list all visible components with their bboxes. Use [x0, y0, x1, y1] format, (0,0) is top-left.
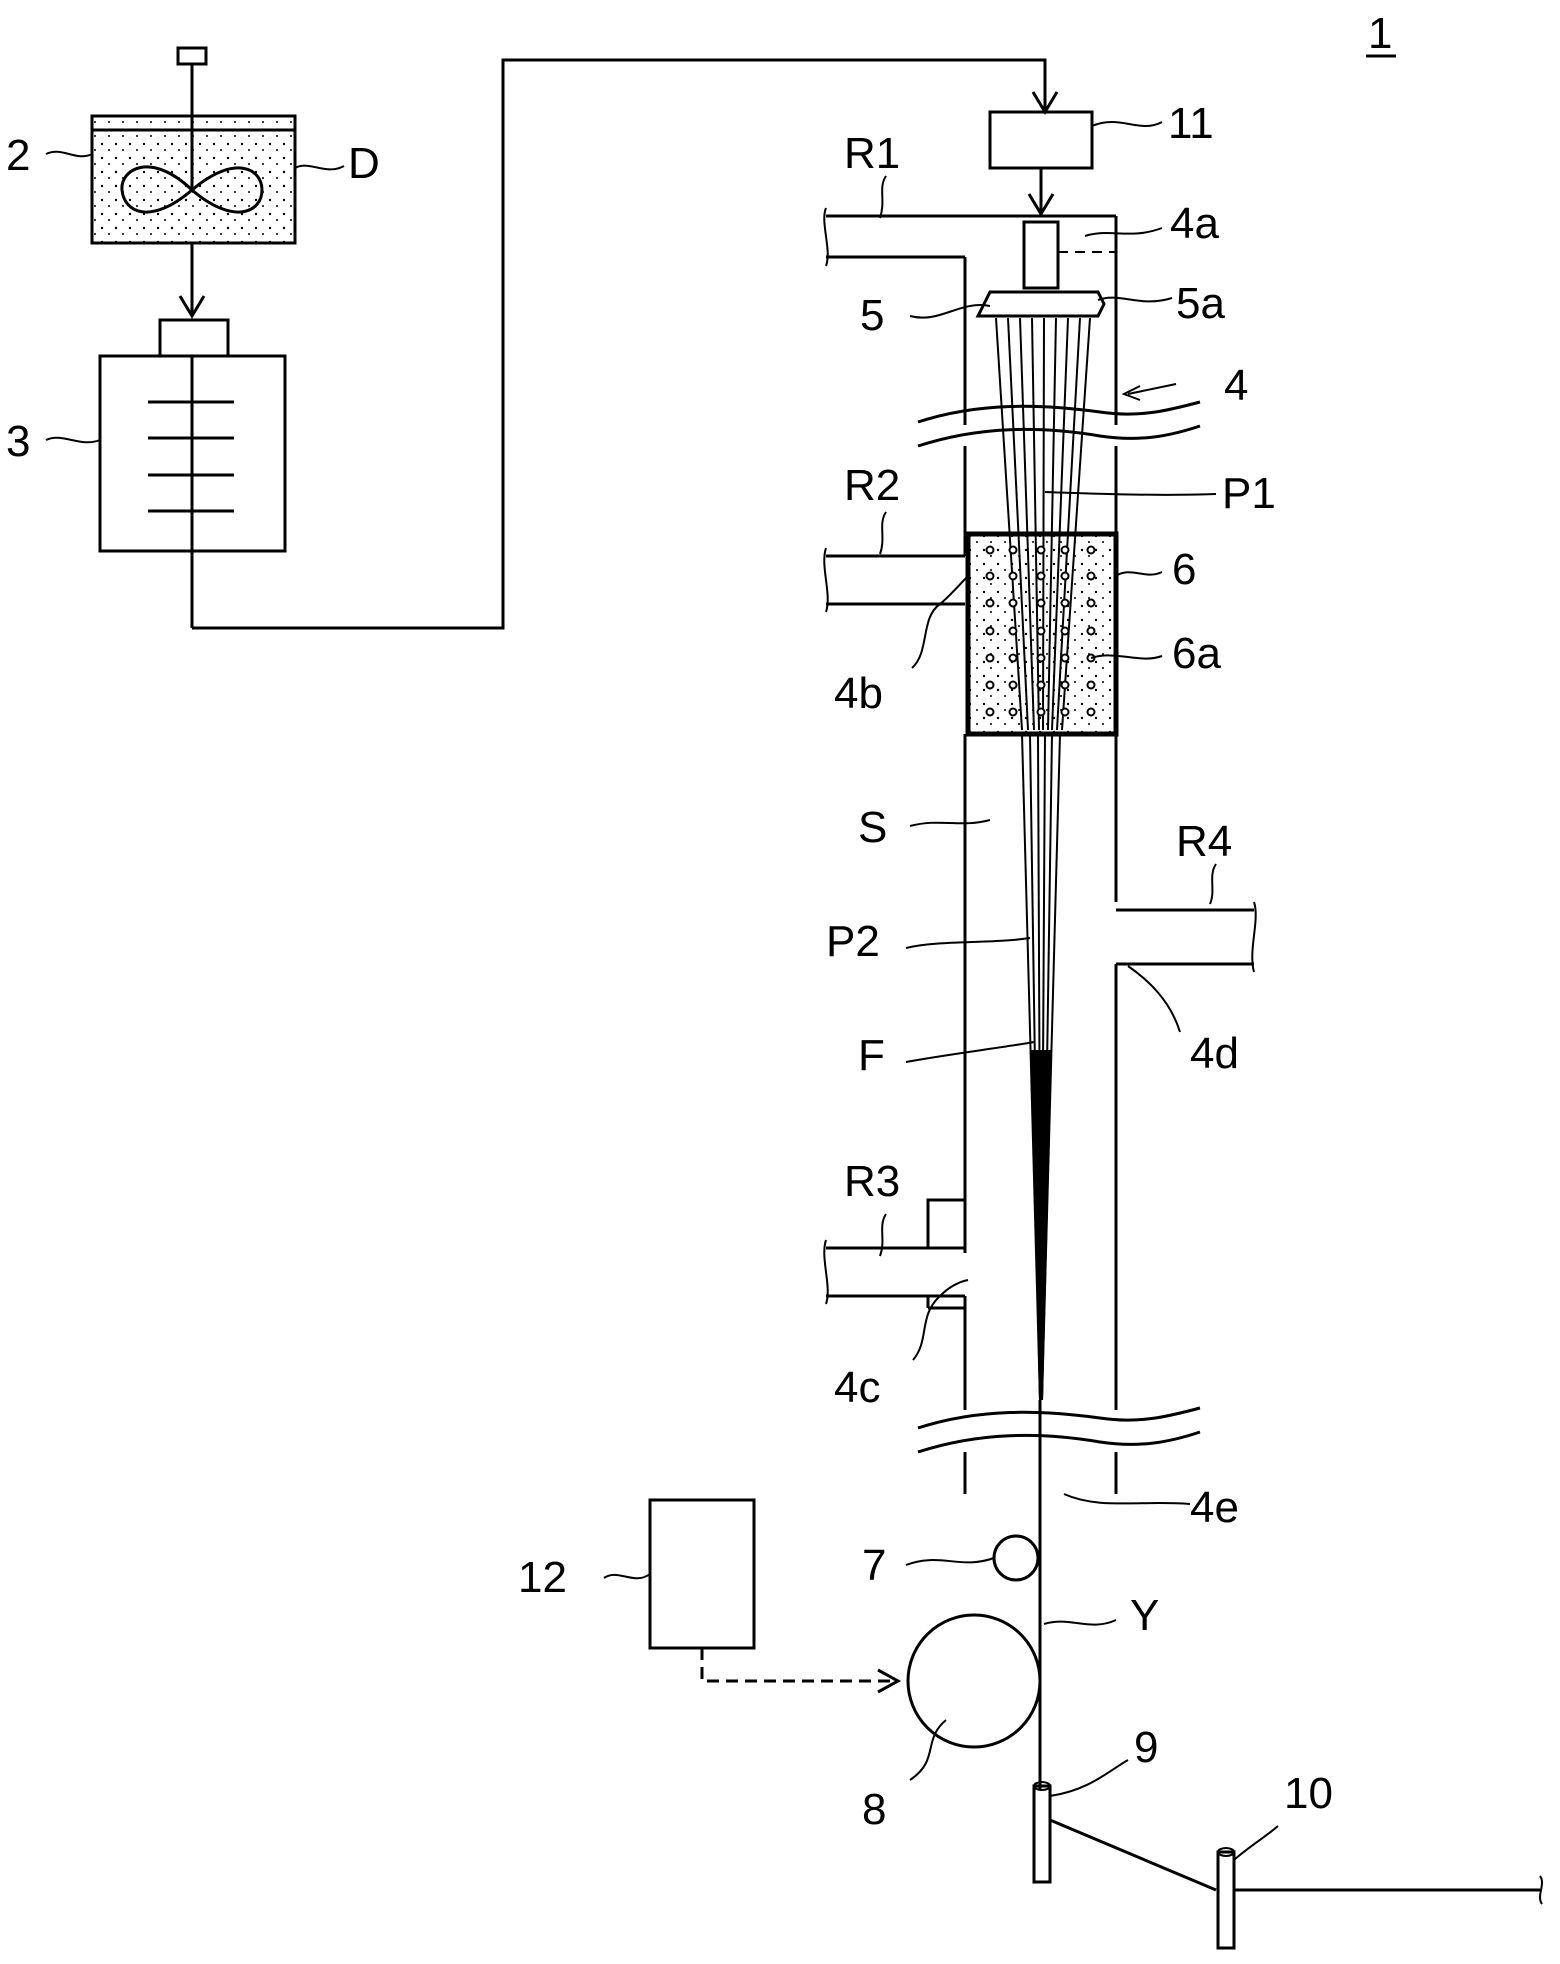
label-S: S: [858, 803, 887, 852]
dope-tank: [90, 46, 297, 245]
label-5a: 5a: [1176, 279, 1225, 328]
label-10: 10: [1284, 1769, 1333, 1818]
label-Y: Y: [1130, 1591, 1159, 1640]
take-up-roller: [906, 1613, 1042, 1749]
yarn-guide-9: [1032, 1781, 1217, 1892]
metering-unit: [988, 110, 1094, 217]
spinning-column: [823, 207, 1257, 1494]
svg-text:1: 1: [1368, 9, 1392, 58]
label-4: 4: [1224, 361, 1248, 410]
label-R2: R2: [844, 461, 900, 510]
label-12: 12: [518, 1553, 567, 1602]
supply-pipe: [192, 58, 1059, 630]
label-5: 5: [860, 291, 884, 340]
nozzle-holes: [985, 545, 1096, 717]
tank-to-filter-pipe: [178, 243, 206, 319]
label-4a: 4a: [1170, 199, 1219, 248]
label-4d: 4d: [1190, 1029, 1239, 1078]
filter-unit: [98, 318, 287, 628]
label-4c: 4c: [834, 1363, 880, 1412]
controller-box: [648, 1498, 902, 1694]
label-11: 11: [1168, 99, 1214, 148]
label-D: D: [348, 139, 380, 188]
label-3: 3: [6, 417, 30, 466]
part-labels: 2 D 3 11 R1 4a 5 5a 4 R2 P1 6 4b 6a S R4…: [6, 99, 1333, 1834]
guide-roller: [992, 1534, 1040, 1582]
label-8: 8: [862, 1785, 886, 1834]
label-R1: R1: [844, 129, 900, 178]
label-4e: 4e: [1190, 1483, 1239, 1532]
label-7: 7: [862, 1541, 886, 1590]
filament-bundle: [995, 317, 1091, 1790]
label-F: F: [858, 1031, 885, 1080]
label-6a: 6a: [1172, 629, 1221, 678]
label-P2: P2: [826, 917, 880, 966]
label-9: 9: [1134, 1723, 1158, 1772]
label-2: 2: [6, 131, 30, 180]
leader-lines: [45, 121, 1279, 1861]
label-6: 6: [1172, 545, 1196, 594]
label-P1: P1: [1222, 469, 1276, 518]
label-4b: 4b: [834, 669, 883, 718]
figure-number: 1: [1366, 9, 1396, 58]
label-R4: R4: [1176, 817, 1232, 866]
yarn-guide-10: [1216, 1847, 1543, 1950]
label-R3: R3: [844, 1157, 900, 1206]
